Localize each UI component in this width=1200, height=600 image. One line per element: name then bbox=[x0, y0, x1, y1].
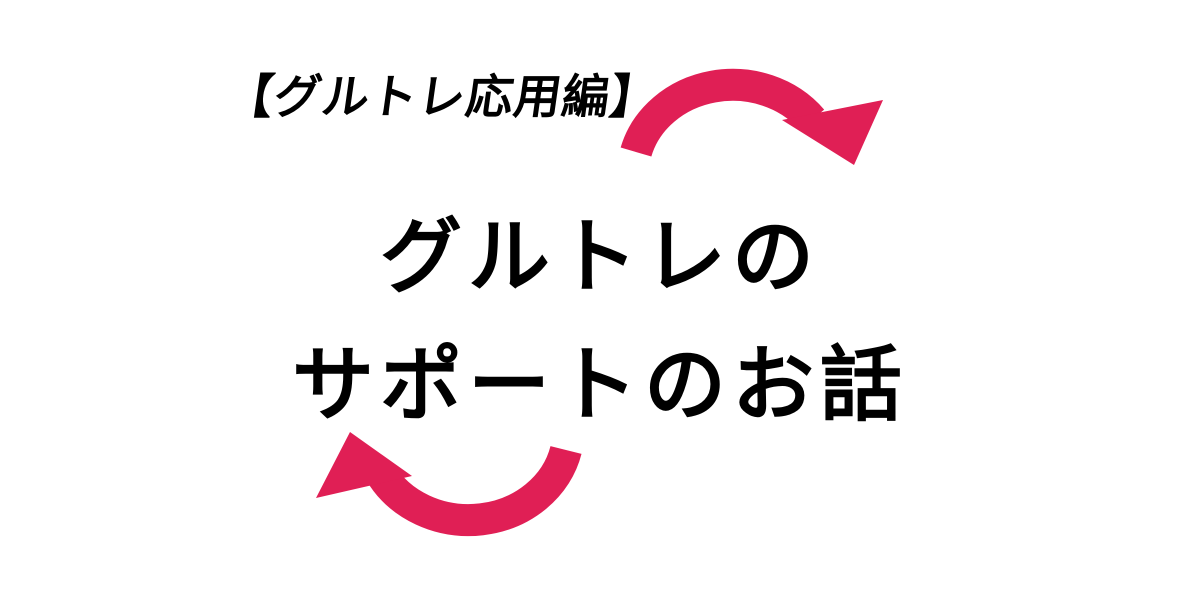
arrow-bottom-arc bbox=[366, 445, 582, 537]
arrow-bottom-head bbox=[316, 432, 412, 498]
title-line-1: グルトレの bbox=[379, 210, 820, 305]
title-line-2: サポートのお話 bbox=[291, 338, 908, 433]
arrow-top-arc bbox=[620, 68, 825, 157]
arrow-top-head bbox=[782, 100, 883, 165]
